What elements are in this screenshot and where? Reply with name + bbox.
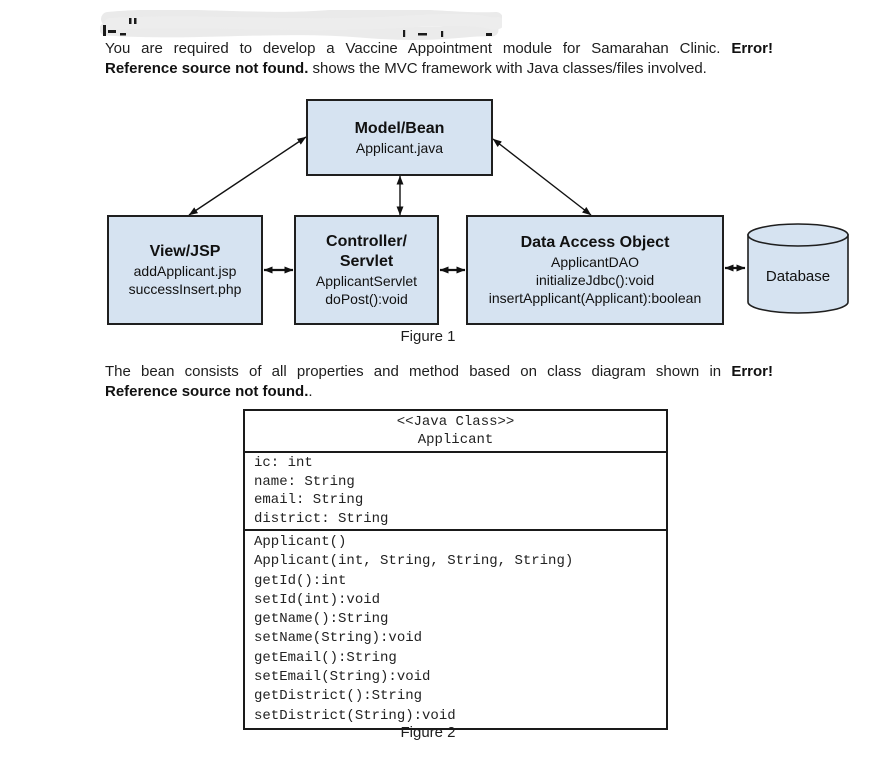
uml-method-line: getName():String [254, 611, 389, 628]
uml-method-line: setId(int):void [254, 591, 381, 608]
bean-text: The bean consists of all properties and … [105, 363, 732, 380]
bean-text: . [308, 383, 313, 400]
intro-line-2: Reference source not found. shows the MV… [105, 59, 773, 79]
class-diagram: <<Java Class>> Applicant ic: int name: S… [243, 409, 668, 730]
redacted-line [100, 10, 502, 41]
model-bean-box: Model/Bean Applicant.java [306, 99, 493, 176]
uml-field-line: name: String [254, 473, 355, 490]
view-jsp-box: View/JSP addApplicant.jsp successInsert.… [107, 215, 263, 325]
uml-header: <<Java Class>> Applicant [245, 411, 666, 453]
arrow-model-view [188, 136, 307, 216]
box-line: insertApplicant(Applicant):boolean [488, 290, 702, 306]
error-ref-bold: Error! [731, 40, 773, 57]
diagram-arrows [188, 136, 746, 274]
figure2-caption: Figure 2 [400, 724, 456, 741]
controller-servlet-box: Controller/ Servlet ApplicantServlet doP… [294, 215, 439, 325]
uml-method-line: Applicant() [254, 534, 347, 550]
box-line: Applicant.java [355, 139, 444, 156]
box-title: View/JSP [149, 243, 221, 260]
uml-field-line: email: String [254, 492, 364, 508]
uml-method-line: setEmail(String):void [254, 669, 431, 686]
figure1-caption: Figure 1 [400, 328, 456, 345]
box-title: Data Access Object [520, 234, 670, 251]
uml-methods: Applicant() Applicant(int, String, Strin… [245, 531, 666, 728]
error-ref-bold: Reference source not found. [105, 60, 309, 77]
uml-stereotype: <<Java Class>> [396, 414, 515, 430]
peeking-text-fragments [103, 18, 492, 37]
mvc-diagram: Model/Bean Applicant.java View/JSP addAp… [0, 98, 876, 330]
uml-method-line: getDistrict():String [254, 688, 423, 705]
arrow-model-dao [492, 138, 592, 216]
uml-class-name: Applicant [417, 432, 494, 448]
error-ref-bold: Error! [731, 363, 773, 380]
uml-method-line: setDistrict(String):void [254, 707, 456, 724]
error-ref-bold: Reference source not found. [105, 383, 309, 400]
uml-method-line: Applicant(int, String, String, String) [254, 553, 574, 570]
uml-field-line: ic: int [254, 455, 313, 471]
box-title: Servlet [339, 253, 394, 270]
box-line: successInsert.php [128, 281, 242, 297]
box-title: Model/Bean [354, 119, 445, 137]
intro-line-1: You are required to develop a Vaccine Ap… [105, 39, 773, 59]
uml-field-line: district: String [254, 510, 389, 527]
box-line: ApplicantServlet [315, 273, 418, 289]
uml-fields: ic: int name: String email: String distr… [245, 453, 666, 531]
bean-paragraph: The bean consists of all properties and … [105, 362, 773, 402]
uml-method-line: setName(String):void [254, 630, 423, 647]
intro-text: shows the MVC framework with Java classe… [308, 60, 707, 77]
bean-line-1: The bean consists of all properties and … [105, 362, 773, 382]
database-label: Database [766, 268, 830, 285]
data-access-object-box: Data Access Object ApplicantDAO initiali… [466, 215, 724, 325]
intro-text: You are required to develop a Vaccine Ap… [105, 40, 732, 57]
box-line: doPost():void [325, 291, 408, 307]
box-line: ApplicantDAO [551, 254, 639, 270]
box-line: addApplicant.jsp [133, 263, 237, 279]
database-cylinder: Database [747, 223, 849, 314]
redaction-scribble [100, 10, 502, 41]
bean-line-2: Reference source not found.. [105, 382, 773, 402]
intro-paragraph: You are required to develop a Vaccine Ap… [105, 39, 773, 79]
box-title: Controller/ [326, 233, 407, 250]
uml-method-line: getEmail():String [254, 649, 397, 666]
box-line: initializeJdbc():void [535, 272, 655, 288]
uml-method-line: getId():int [254, 572, 347, 589]
